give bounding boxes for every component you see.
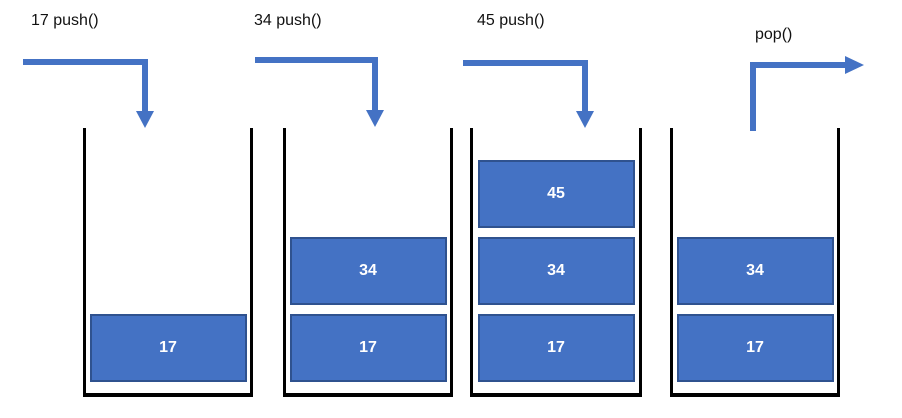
stack-container-2: 17 34 (283, 128, 453, 397)
stack-container-1: 17 (83, 128, 253, 397)
stack-item: 34 (289, 237, 447, 305)
stack-item: 17 (676, 314, 834, 382)
stack-item: 45 (477, 160, 635, 228)
pop-arrow-icon (750, 56, 864, 131)
push-45-arrow-icon (463, 60, 594, 128)
push-34-label: 34 push() (254, 12, 322, 29)
push-17-label: 17 push() (31, 12, 99, 29)
push-45-label: 45 push() (477, 12, 545, 29)
push-34-arrow-icon (255, 57, 384, 127)
push-17-arrow-icon (23, 59, 154, 128)
stack-item: 17 (89, 314, 247, 382)
stack-item: 34 (676, 237, 834, 305)
stack-container-4: 17 34 (670, 128, 840, 397)
stack-item: 34 (477, 237, 635, 305)
stack-container-3: 17 34 45 (470, 128, 642, 397)
stack-item: 17 (289, 314, 447, 382)
stack-item: 17 (477, 314, 635, 382)
pop-label: pop() (755, 26, 793, 43)
